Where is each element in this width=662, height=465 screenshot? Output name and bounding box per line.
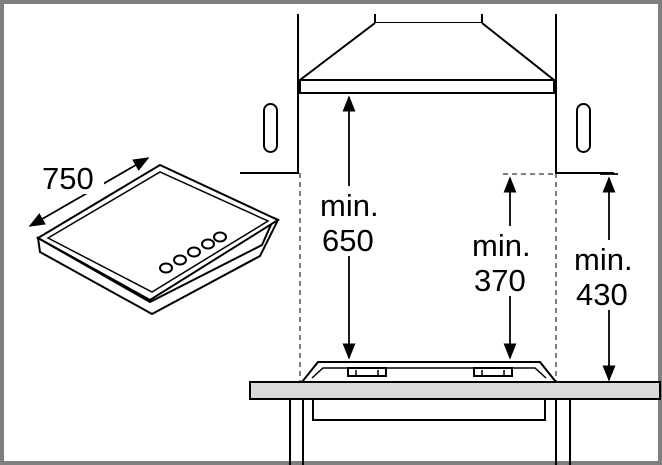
label-masks	[318, 186, 650, 310]
left-wall-cabinet	[240, 14, 299, 174]
dimension-370-line1: min.	[472, 228, 531, 263]
guide-lines	[299, 173, 557, 382]
dimension-430-line2: 430	[576, 277, 628, 312]
gas-hob-side	[299, 361, 559, 383]
gas-hob-perspective	[35, 163, 281, 316]
dimension-650-line1: min.	[320, 188, 379, 223]
extractor-hood	[297, 14, 557, 94]
hob-width-label: 750	[42, 161, 94, 196]
dimension-370-line2: 370	[474, 263, 526, 298]
countertop	[249, 381, 661, 465]
hob-width-label-mask	[40, 158, 104, 194]
dimension-650-line2: 650	[322, 223, 374, 258]
dimension-430-line1: min.	[574, 242, 633, 277]
